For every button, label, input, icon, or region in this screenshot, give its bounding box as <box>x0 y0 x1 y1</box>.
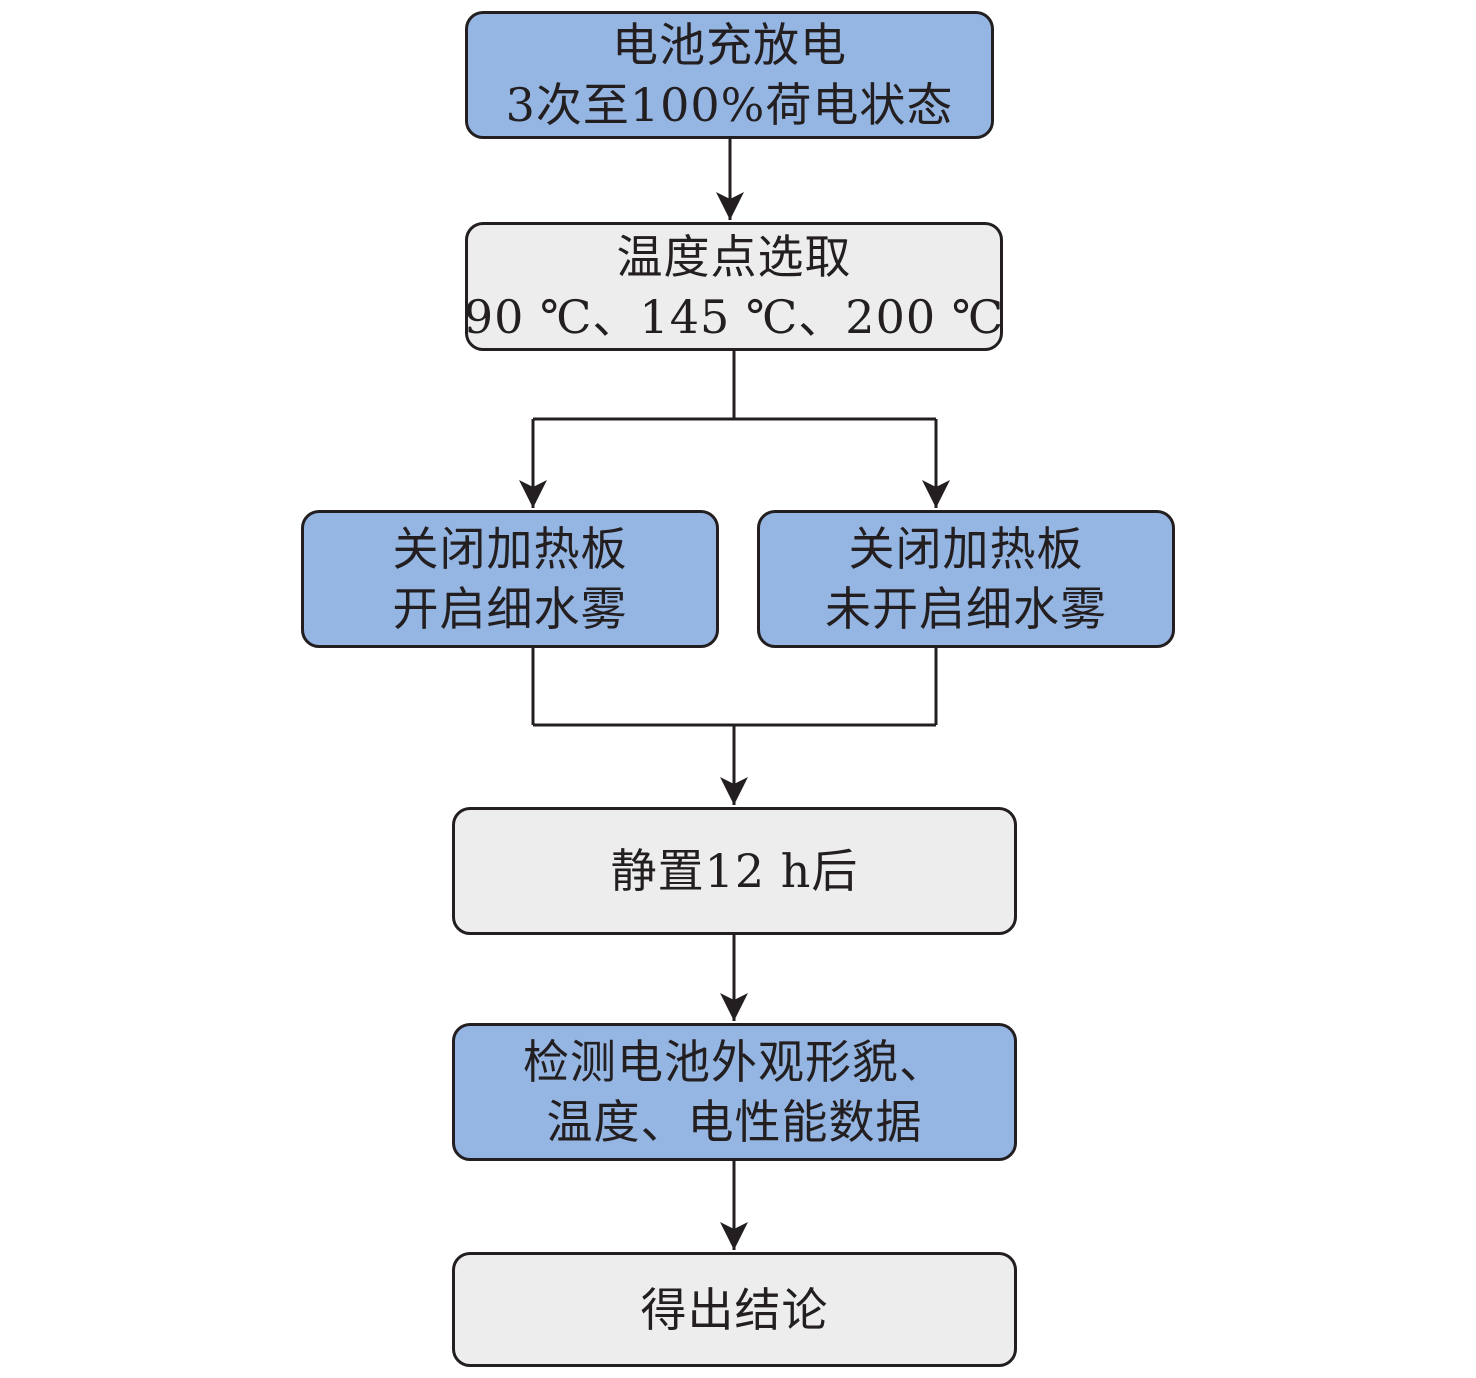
node-battery-cycling: 电池充放电 3次至100%荷电状态 <box>465 11 994 139</box>
node-mist-off: 关闭加热板 未开启细水雾 <box>757 510 1175 648</box>
node-rest-12h-line-1: 静置12 h后 <box>610 844 859 898</box>
node-conclusion: 得出结论 <box>452 1252 1017 1367</box>
node-mist-on-line-2: 开启细水雾 <box>392 582 628 636</box>
node-detect-data-line-1: 检测电池外观形貌、 <box>523 1035 946 1089</box>
node-temperature-selection-line-2: 90 ℃、145 ℃、200 ℃ <box>463 289 1005 344</box>
node-temperature-selection: 温度点选取 90 ℃、145 ℃、200 ℃ <box>463 222 1005 351</box>
node-mist-off-line-1: 关闭加热板 <box>848 522 1084 576</box>
node-battery-cycling-line-1: 电池充放电 <box>612 18 847 72</box>
node-temperature-selection-line-1: 温度点选取 <box>616 229 852 284</box>
node-mist-off-line-2: 未开启细水雾 <box>825 582 1107 636</box>
node-battery-cycling-line-2: 3次至100%荷电状态 <box>505 78 954 132</box>
node-detect-data-line-2: 温度、电性能数据 <box>546 1095 923 1149</box>
node-rest-12h: 静置12 h后 <box>452 807 1017 935</box>
node-mist-on: 关闭加热板 开启细水雾 <box>301 510 719 648</box>
node-mist-on-line-1: 关闭加热板 <box>392 522 628 576</box>
node-detect-data: 检测电池外观形貌、 温度、电性能数据 <box>452 1023 1017 1161</box>
node-conclusion-line-1: 得出结论 <box>640 1282 829 1337</box>
